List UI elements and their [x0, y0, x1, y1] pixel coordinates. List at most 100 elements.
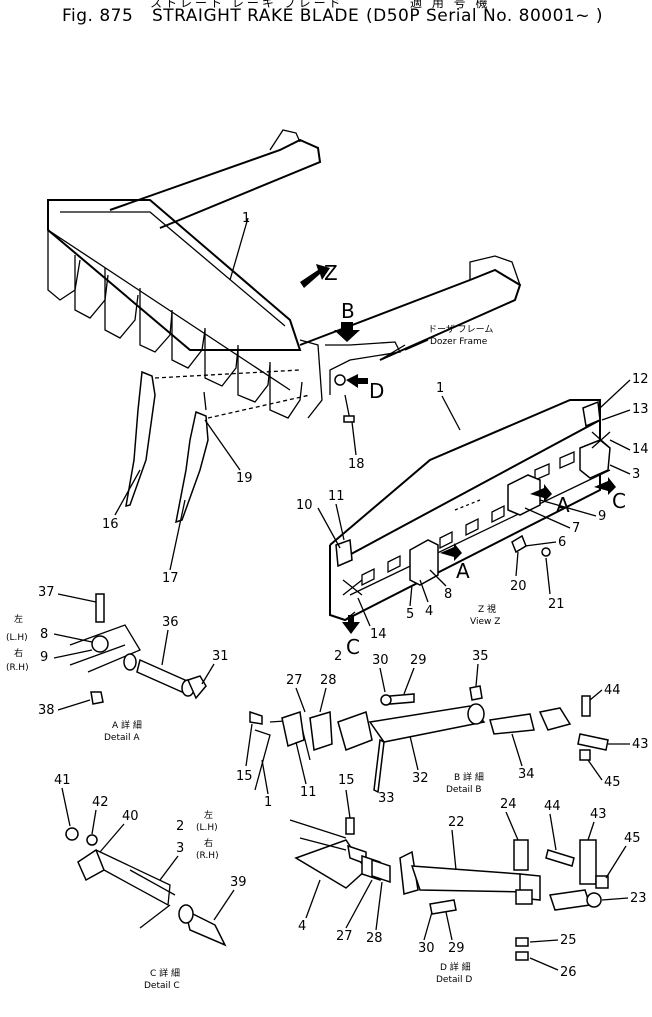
callout-36: 36 — [162, 615, 179, 630]
figure-header: ストレート レーキ ブレード 適 用 号 機 Fig. 875 STRAIGHT… — [0, 0, 652, 40]
callout-20: 20 — [510, 579, 527, 594]
callout-38: 38 — [38, 703, 55, 718]
callout-18: 18 — [348, 457, 365, 472]
callout-5: 5 — [406, 607, 414, 622]
callout-3-detail-c: 3 — [176, 841, 184, 856]
callout-2-view-z: 2 — [334, 649, 342, 664]
callout-42: 42 — [92, 795, 109, 810]
callout-44-detail-b: 44 — [604, 683, 621, 698]
blade-assembly-top — [47, 129, 522, 571]
callout-27-detail-d: 27 — [336, 929, 353, 944]
callout-14-right: 14 — [632, 442, 649, 457]
dozer-frame-leader — [404, 339, 429, 351]
callout-28-detail-b: 28 — [320, 673, 337, 688]
arrow-label-b: B — [341, 299, 355, 323]
callout-43-detail-d: 43 — [590, 807, 607, 822]
detail-a-right-jp: 右 — [14, 647, 23, 659]
detail-a-label: Detail A — [104, 733, 140, 743]
callout-15-detail-d: 15 — [338, 773, 355, 788]
detail-c-lh: (L.H) — [196, 823, 218, 833]
callout-11-view-z: 11 — [328, 489, 345, 504]
callout-3: 3 — [632, 467, 640, 482]
detail-c-jp: C 詳 細 — [150, 967, 180, 979]
callout-30-detail-d: 30 — [418, 941, 435, 956]
callout-1-view-z: 1 — [436, 381, 444, 396]
callout-8-view-z: 8 — [444, 587, 452, 602]
callout-29-detail-b: 29 — [410, 653, 427, 668]
callout-41: 41 — [54, 773, 71, 788]
serial-range: (D50P Serial No. 80001~ ) — [366, 6, 604, 26]
callout-43-detail-b: 43 — [632, 737, 649, 752]
callout-19: 19 — [236, 471, 253, 486]
arrow-label-d: D — [369, 379, 384, 403]
callout-21: 21 — [548, 597, 565, 612]
callout-7: 7 — [572, 521, 580, 536]
detail-a-lh: (L.H) — [6, 633, 28, 643]
callout-4-view-z: 4 — [425, 604, 433, 619]
callout-26: 26 — [560, 965, 577, 980]
arrow-label-a-right: A — [556, 493, 570, 517]
callout-33: 33 — [378, 791, 395, 806]
callout-24: 24 — [500, 797, 517, 812]
callout-34: 34 — [518, 767, 535, 782]
arrow-label-a-left: A — [456, 559, 470, 583]
callout-44-detail-d: 44 — [544, 799, 561, 814]
callout-13: 13 — [632, 402, 649, 417]
callout-32: 32 — [412, 771, 429, 786]
callout-23: 23 — [630, 891, 647, 906]
figure-title: STRAIGHT RAKE BLADE — [152, 6, 360, 26]
detail-c-right-jp: 右 — [204, 837, 213, 849]
detail-c-left-jp: 左 — [204, 809, 213, 821]
callout-25: 25 — [560, 933, 577, 948]
callout-45-detail-d: 45 — [624, 831, 641, 846]
callout-29-detail-d: 29 — [448, 941, 465, 956]
view-z-jp: Z 視 — [478, 603, 496, 615]
callout-39: 39 — [230, 875, 247, 890]
callout-22: 22 — [448, 815, 465, 830]
callout-12: 12 — [632, 372, 649, 387]
callout-8-detail-a: 8 — [40, 627, 48, 642]
detail-c-label: Detail C — [144, 981, 180, 991]
detail-a-left-jp: 左 — [14, 613, 23, 625]
detail-b-drawing — [249, 685, 609, 794]
jp-title: ストレート レーキ ブレード — [150, 0, 344, 10]
detail-a-jp: A 詳 細 — [112, 719, 142, 731]
callout-1-detail-b: 1 — [264, 795, 272, 810]
dozer-frame-jp: ドーザ フレーム — [428, 324, 493, 335]
callout-14-left: 14 — [370, 627, 387, 642]
callout-28-detail-d: 28 — [366, 931, 383, 946]
figure-number: Fig. 875 — [62, 6, 134, 26]
callout-1-top: 1 — [242, 211, 250, 226]
detail-d-jp: D 詳 細 — [440, 961, 471, 973]
detail-d-drawing — [289, 817, 609, 961]
detail-b-jp: B 詳 細 — [454, 771, 484, 783]
callout-4-detail-d: 4 — [298, 919, 306, 934]
detail-c-rh: (R.H) — [196, 851, 219, 861]
callout-16: 16 — [102, 517, 119, 532]
detail-d-label: Detail D — [436, 975, 472, 985]
callout-17: 17 — [162, 571, 179, 586]
view-z-assembly — [329, 399, 616, 634]
callout-10: 10 — [296, 498, 313, 513]
callout-9-detail-a: 9 — [40, 650, 48, 665]
callout-31: 31 — [212, 649, 229, 664]
callout-35: 35 — [472, 649, 489, 664]
callout-6: 6 — [558, 535, 566, 550]
callout-30-detail-b: 30 — [372, 653, 389, 668]
dozer-frame-label: Dozer Frame — [430, 337, 488, 347]
jp-serial-label: 適 用 号 機 — [410, 0, 491, 10]
callout-45-detail-b: 45 — [604, 775, 621, 790]
callout-9-view-z: 9 — [598, 509, 606, 524]
callout-37: 37 — [38, 585, 55, 600]
callout-11-detail-b: 11 — [300, 785, 317, 800]
callout-15-detail-b: 15 — [236, 769, 253, 784]
callout-27-detail-b: 27 — [286, 673, 303, 688]
callout-40: 40 — [122, 809, 139, 824]
detail-a-rh: (R.H) — [6, 663, 29, 673]
callout-2-detail-c: 2 — [176, 819, 184, 834]
detail-c-drawing — [65, 827, 227, 947]
arrow-label-c-left: C — [346, 635, 360, 659]
arrow-label-c-right: C — [612, 489, 626, 513]
detail-b-label: Detail B — [446, 785, 482, 795]
